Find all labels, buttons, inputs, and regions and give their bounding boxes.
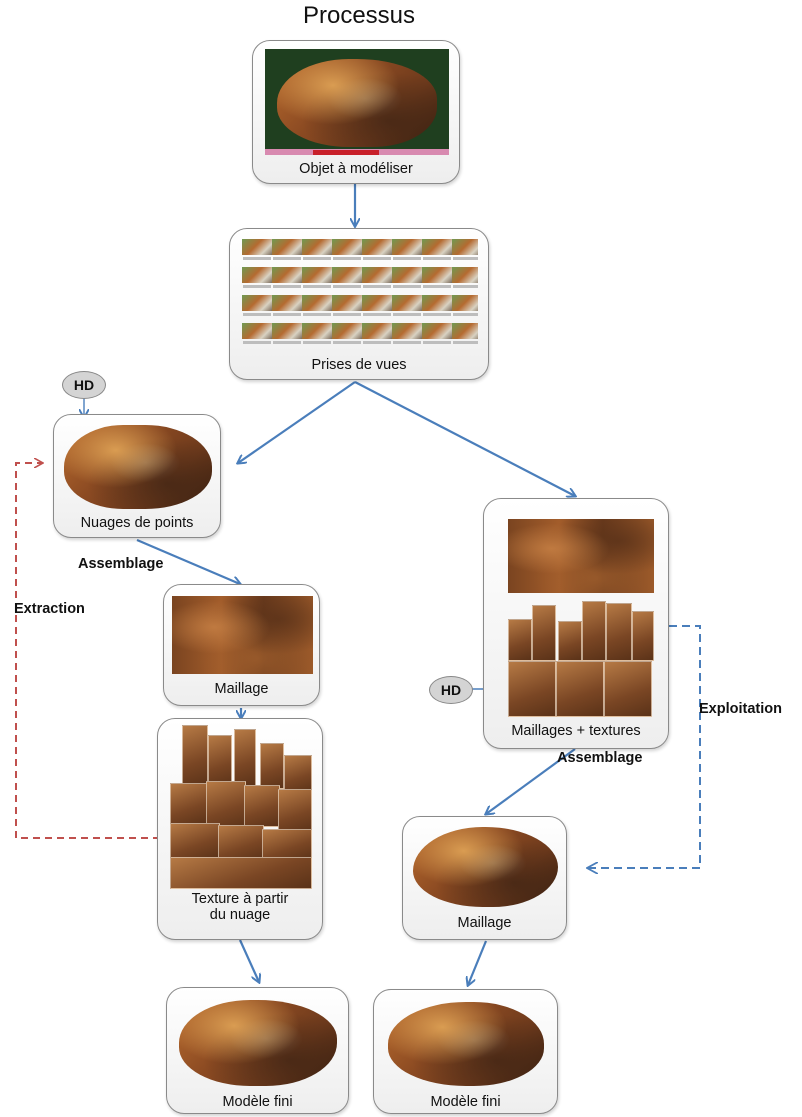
point-cloud-image [64,425,212,509]
node-maillage-right: Maillage [402,816,567,940]
node-label: Nuages de points [80,515,194,531]
node-label: Objet à modéliser [299,161,413,177]
final-model-image [388,1002,544,1086]
mesh-texture-image [172,596,313,674]
edge-label-exploitation: Exploitation [699,701,782,717]
node-maillage-left: Maillage [163,584,320,706]
texture-patches-image [506,601,656,717]
diagram-title: Processus [302,2,416,29]
arrow-texture-to-modele-left [238,939,259,982]
node-label-line-2: du nuage [209,907,271,923]
arrow-maillages-textures-to-maillage-right [486,748,576,814]
arrow-maillage-right-to-modele-right [468,940,488,985]
node-label: Modèle fini [430,1094,501,1110]
arrow-nuages-to-maillage [136,538,240,584]
edge-label-assemblage-left: Assemblage [78,556,164,572]
node-modele-fini-right: Modèle fini [373,989,558,1114]
node-label: Maillages + textures [511,723,641,739]
node-modele-fini-left: Modèle fini [166,987,349,1114]
final-model-image [179,1000,337,1086]
node-texture-a-partir-du-nuage: Texture à partir du nuage [157,718,323,940]
node-prises-de-vues: Prises de vues [229,228,489,380]
edge-label-assemblage-right: Assemblage [557,750,643,766]
photo-thumbnail-grid [242,239,478,353]
edge-label-extraction: Extraction [14,601,85,617]
node-label: Prises de vues [311,357,407,373]
arrow-prises-to-nuages [238,381,356,463]
mesh-model-image [413,827,558,907]
node-objet-a-modeliser: Objet à modéliser [252,40,460,184]
node-nuages-de-points: Nuages de points [53,414,221,538]
node-label-line-1: Texture à partir [191,891,289,907]
arrow-prises-to-maillages-textures [354,381,575,496]
node-maillages-textures: Maillages + textures [483,498,669,749]
node-label: Maillage [214,681,269,697]
dashed-extraction-loop [15,463,160,839]
node-label: Maillage [457,915,512,931]
hd-badge: HD [62,371,106,399]
stone-photo [265,49,449,155]
node-label: Modèle fini [222,1094,293,1110]
dashed-exploitation-loop [588,625,701,868]
mesh-image [508,519,654,593]
texture-atlas-image [168,725,314,889]
hd-badge: HD [429,676,473,704]
